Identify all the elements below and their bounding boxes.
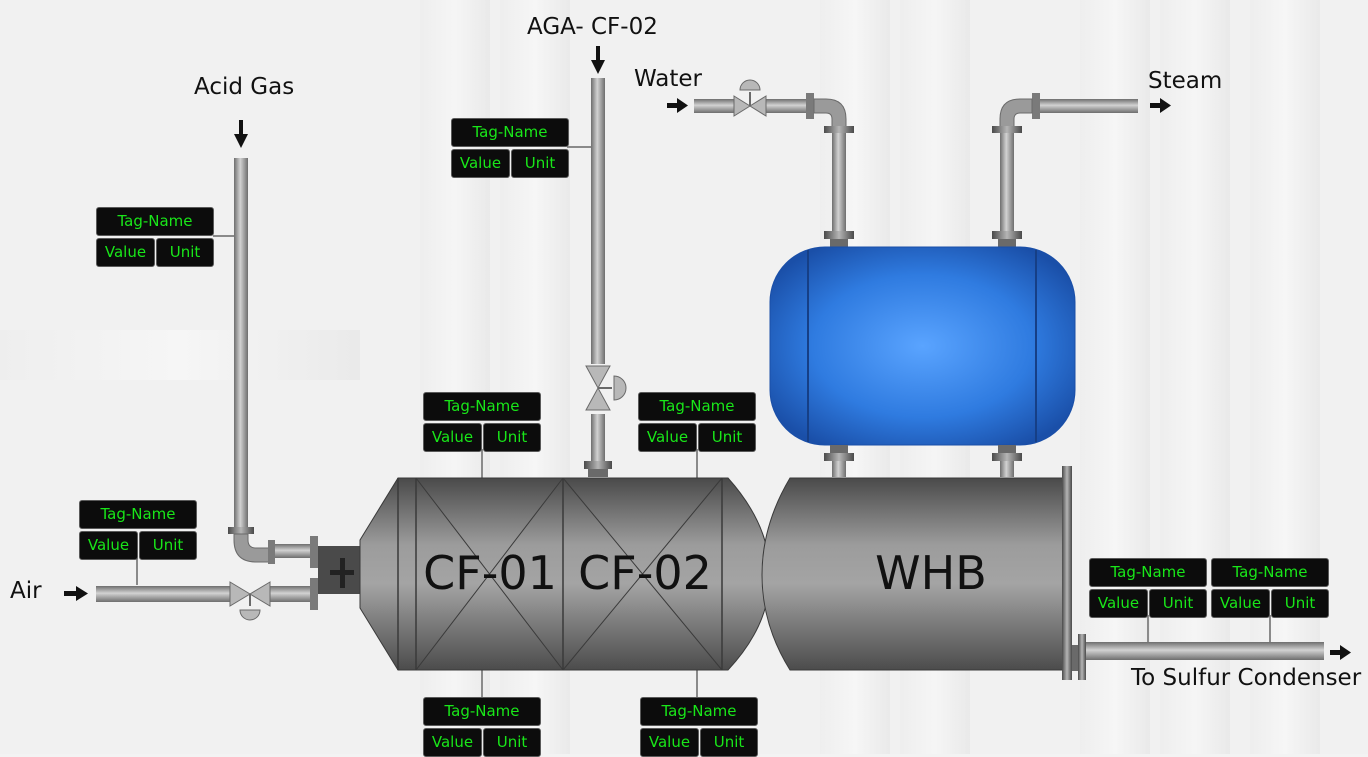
tag-unit: Unit [1271,589,1329,618]
tag-value: Value [423,728,482,757]
tag-unit: Unit [698,423,756,452]
tag-display-air[interactable]: Tag-Name Value Unit [79,500,197,560]
tag-display-aga[interactable]: Tag-Name Value Unit [451,118,569,178]
tag-display-outlet-2[interactable]: Tag-Name Value Unit [1211,558,1329,618]
tag-display-acid-gas[interactable]: Tag-Name Value Unit [96,207,214,267]
tag-name: Tag-Name [640,697,758,726]
tag-value: Value [451,149,510,178]
tag-value: Value [79,531,138,560]
tag-display-cf01-bottom[interactable]: Tag-Name Value Unit [423,697,541,757]
cf01-label: CF-01 [423,546,557,600]
tag-name: Tag-Name [1089,558,1207,587]
tag-value: Value [638,423,697,452]
tag-name: Tag-Name [638,392,756,421]
tag-name: Tag-Name [96,207,214,236]
tag-unit: Unit [700,728,758,757]
tag-display-cf01-top[interactable]: Tag-Name Value Unit [423,392,541,452]
tag-unit: Unit [1149,589,1207,618]
tag-unit: Unit [139,531,197,560]
tag-value: Value [640,728,699,757]
tag-unit: Unit [483,728,541,757]
tag-display-outlet-1[interactable]: Tag-Name Value Unit [1089,558,1207,618]
tag-unit: Unit [483,423,541,452]
tag-display-cf02-bottom[interactable]: Tag-Name Value Unit [640,697,758,757]
tag-unit: Unit [156,238,214,267]
steam-label: Steam [1148,70,1222,93]
aga-label: AGA- CF-02 [527,16,658,39]
tag-display-cf02-top[interactable]: Tag-Name Value Unit [638,392,756,452]
water-label: Water [634,68,702,91]
tag-value: Value [1089,589,1148,618]
tag-unit: Unit [511,149,569,178]
tag-value: Value [1211,589,1270,618]
tag-value: Value [423,423,482,452]
whb-label: WHB [875,546,987,600]
tag-value: Value [96,238,155,267]
tag-name: Tag-Name [1211,558,1329,587]
tag-name: Tag-Name [451,118,569,147]
acid-gas-label: Acid Gas [194,76,294,99]
tag-name: Tag-Name [79,500,197,529]
tag-name: Tag-Name [423,392,541,421]
steam-drum[interactable] [770,247,1075,445]
tag-name: Tag-Name [423,697,541,726]
cf02-label: CF-02 [578,546,712,600]
to-sulfur-condenser-label: To Sulfur Condenser [1131,667,1361,690]
air-label: Air [10,580,42,603]
